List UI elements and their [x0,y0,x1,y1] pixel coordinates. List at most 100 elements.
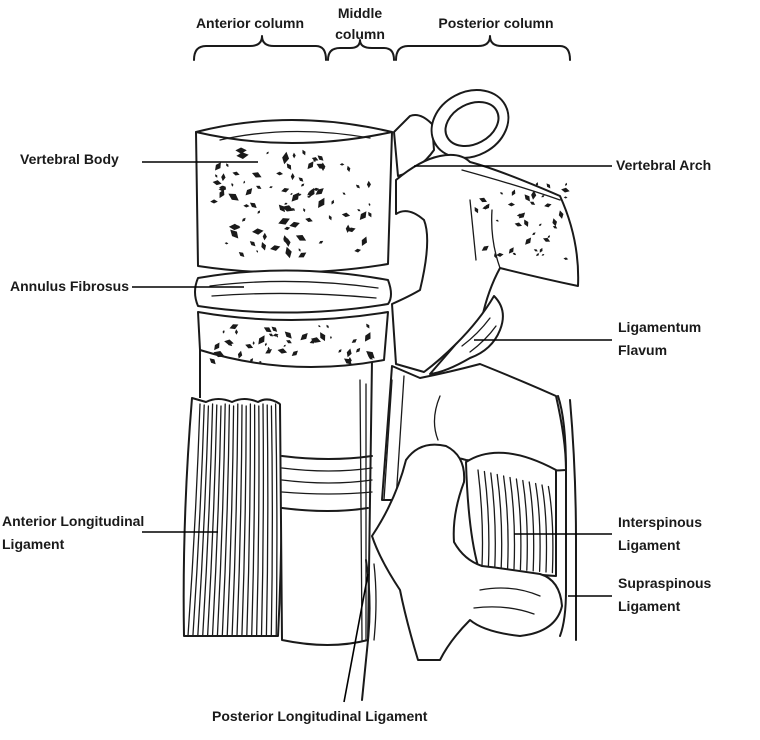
bone-pore [495,219,499,222]
bone-pore [230,229,239,239]
interspinous-fiber [490,472,496,568]
bone-pore [238,251,245,257]
anterior-column-label: Anterior column [195,15,305,31]
bone-pore [499,192,504,195]
bone-pore [298,252,307,258]
bone-pore [252,228,264,235]
bone-pore [563,257,569,260]
interspinous-fiber [534,482,541,573]
bone-pore [285,246,292,259]
ligament-strand [231,403,239,637]
bone-pore [224,339,234,345]
ligament-strand [241,405,247,637]
bone-pore [272,333,279,337]
bone-pore [315,188,324,195]
bone-pore [262,232,267,241]
bone-pore [316,163,325,169]
bone-pore [529,201,536,205]
bone-pore [224,242,229,245]
bone-pore [536,253,540,257]
bone-pore [514,222,523,227]
column-braces [193,35,571,61]
bone-pore [295,234,307,241]
bone-pore [306,195,311,198]
bone-pore [511,189,516,196]
bone-pore [310,337,321,343]
bone-pore [366,351,375,359]
bone-pore [546,183,551,189]
interspinous-fiber [528,481,535,572]
bone-pore [538,223,542,226]
bone-pore [368,202,371,207]
bone-pore [355,184,360,189]
bone-pore [292,152,296,159]
annulus-fibrosus-label: Annulus Fibrosus [10,278,129,294]
ligament-strand [270,405,273,637]
bone-pore [359,211,367,220]
bone-pore [330,335,332,340]
bone-pore [228,193,239,201]
bone-pore [563,196,568,199]
bone-pore [270,245,281,251]
bone-pore [524,219,529,227]
bone-pore [214,342,220,351]
bone-pore [286,340,292,344]
bone-pore [290,192,293,196]
bone-pore [311,157,319,161]
ligamentum-flavum-label-line1: Ligamentum [618,319,702,335]
bone-pore [347,227,356,233]
bone-pore [544,203,552,208]
bone-pore [342,192,346,195]
ligament-strand [192,404,205,637]
bone-pore [361,236,367,246]
bone-pore [541,195,545,198]
bone-pore [268,333,274,337]
bone-pore [508,247,514,254]
bone-pore [313,187,320,192]
bone-pore [542,237,551,242]
bone-pore [339,163,345,166]
bone-pore [243,204,250,208]
annulus-fibrosus-shape [194,269,392,314]
bone-pore [496,252,504,257]
bone-pore [328,215,332,221]
bone-pore [311,189,315,192]
ligament-strand [265,404,269,637]
upper-vertebral-body [195,119,393,274]
bone-pore [281,187,290,193]
bone-pore [231,182,234,187]
bone-pore [305,217,313,222]
posterior-longitudinal-ligament-label: Posterior Longitudinal Ligament [212,708,428,724]
bone-pore [318,197,325,208]
bone-pore [249,202,257,209]
anterior-longitudinal-ligament-shape [182,397,283,637]
bone-pore [479,197,488,203]
bone-pore [284,226,291,231]
bone-pore [226,163,229,168]
middle-column-label-line2: column [335,26,385,42]
lower-endplate [197,311,389,368]
bone-pore [290,173,295,181]
bone-pore [271,326,278,332]
bone-pore [239,152,244,155]
bone-pore [249,241,256,247]
bone-pore [565,182,568,187]
bone-pore [229,324,239,330]
bone-pore [282,151,290,165]
bone-pore [300,183,305,187]
bone-pore [318,240,324,244]
bone-pore [235,147,247,154]
posterior-longitudinal-ligament-shape [361,559,377,701]
bone-pore [368,211,372,218]
bone-pore [357,209,361,212]
bone-pore [209,358,216,365]
bone-pore [219,185,226,190]
bone-pore [283,239,291,244]
bone-pore [481,245,489,251]
vertebral-arch-shape [391,89,580,373]
bone-pore [535,182,539,187]
bone-pore [346,165,351,173]
bone-pore [552,225,558,229]
bone-pore [278,218,290,225]
